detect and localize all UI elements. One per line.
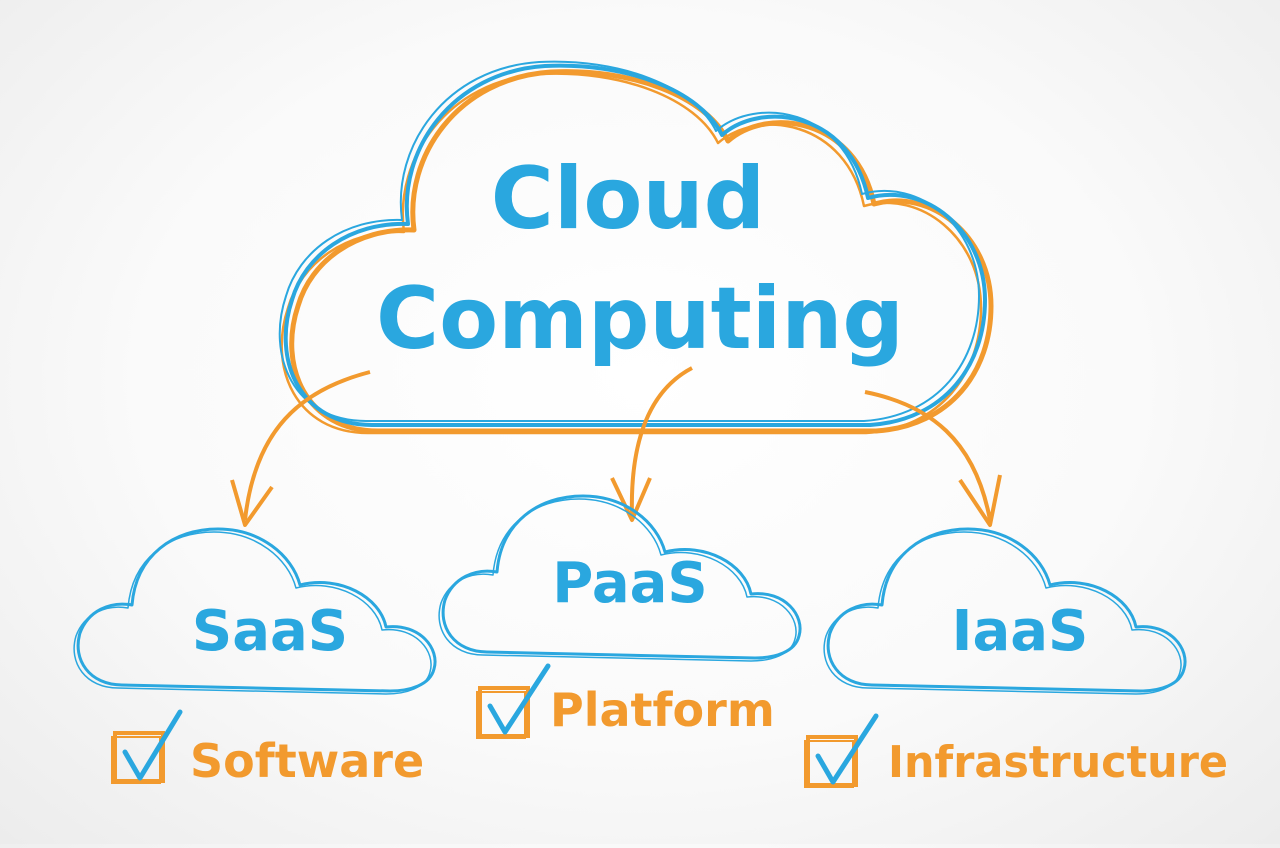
checkbox-icon-sketch: [111, 736, 161, 784]
checkbox-icon-sketch: [804, 740, 854, 788]
check-mark-icon: [122, 709, 183, 781]
arrow-to-paas: [629, 366, 693, 516]
checkbox-icon: [806, 735, 858, 787]
checkbox-icon: [478, 686, 530, 738]
iaas-label-row: Infrastructure: [804, 713, 1228, 788]
arrow-head-iaas: [958, 474, 1002, 527]
iaas-label: Infrastructure: [888, 737, 1228, 788]
arrow-head-saas: [230, 479, 274, 527]
iaas-name: IaaS: [952, 599, 1089, 664]
saas-name: SaaS: [192, 599, 348, 664]
arrow-head-paas: [610, 477, 652, 522]
saas-label: Software: [190, 734, 424, 788]
paas-label-row: Platform: [476, 663, 775, 739]
check-mark-icon: [815, 713, 879, 785]
paas-name: PaaS: [552, 551, 707, 616]
saas-label-row: Software: [111, 709, 424, 788]
iaas-cloud: IaaS: [823, 527, 1187, 695]
checkbox-icon-sketch: [476, 691, 526, 739]
paas-label: Platform: [550, 683, 775, 737]
check-mark-icon: [487, 663, 551, 735]
arrow-to-saas: [243, 370, 371, 521]
checkbox-icon: [113, 731, 165, 783]
main-cloud-title-line1: Cloud: [491, 149, 765, 249]
main-cloud-title-line2: Computing: [376, 269, 904, 369]
arrow-to-iaas: [864, 390, 992, 521]
arrows: [230, 366, 1002, 527]
paas-cloud: PaaS: [438, 494, 802, 662]
saas-cloud: SaaS: [73, 527, 437, 695]
